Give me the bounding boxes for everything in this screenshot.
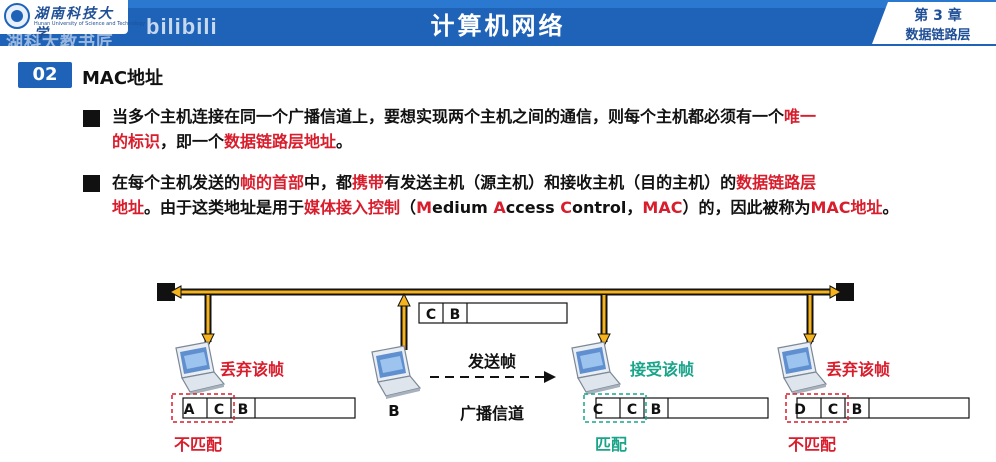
text-run: ）的，因此被称为 (682, 198, 811, 217)
laptop-b-icon (371, 345, 421, 400)
text-run: 有发送主机（源主机）和接收主机（目的主机）的 (384, 173, 737, 192)
text-run: 。 (336, 132, 353, 151)
header-stripe (0, 0, 996, 8)
broadcast-channel-label: 广播信道 (460, 404, 524, 423)
laptop-c-icon (571, 341, 621, 396)
laptop-d-icon (777, 341, 827, 396)
sender-host-label: B (388, 402, 399, 420)
logo-chinese-name: 湖南科技大学 (34, 6, 114, 42)
bilibili-watermark: bilibili (146, 14, 218, 39)
university-logo: 湖南科技大学 Hunan University of Science and T… (0, 0, 145, 42)
send-frame-label: 发送帧 (467, 352, 516, 371)
text-run-highlight: C (560, 198, 572, 217)
frame-dest-addr: C (426, 307, 436, 323)
bus-arrow-left (168, 285, 182, 299)
drop-to-host-c (597, 295, 611, 348)
slide-header (0, 0, 996, 46)
svg-text:B: B (238, 402, 249, 418)
host-c-action: 接受该帧 (630, 360, 694, 379)
svg-text:A: A (184, 402, 195, 418)
text-run: 。由于这类地址是用于 (144, 198, 305, 217)
text-run: ontrol， (571, 198, 643, 217)
university-emblem-icon (4, 3, 30, 29)
svg-text:B: B (651, 402, 662, 418)
text-run: ，即一个 (160, 132, 225, 151)
text-run: 。 (882, 198, 899, 217)
bus-terminator-left (157, 283, 175, 301)
uploader-watermark: 湖科大教书匠 (6, 33, 114, 53)
svg-text:C: C (828, 402, 838, 418)
text-run-highlight: MAC (642, 198, 683, 217)
host-d-frame: D C B (785, 393, 970, 423)
chapter-badge (872, 2, 996, 44)
bus-terminator-right (836, 283, 854, 301)
svg-text:C: C (593, 402, 603, 418)
host-a-action: 丢弃该帧 (220, 360, 284, 379)
text-run-highlight: 数据链路层地址 (224, 132, 337, 151)
host-c-frame: C C B (583, 393, 769, 423)
laptop-a-icon (175, 341, 225, 396)
logo-english-name: Hunan University of Science and Technolo… (34, 21, 146, 27)
host-c-result: 匹配 (595, 435, 627, 454)
text-run-highlight: 地址 (112, 198, 145, 217)
bullet-1-line-2: 的标识，即一个数据链路层地址。 (112, 129, 352, 154)
text-run-highlight: MAC地址 (810, 198, 883, 217)
bus-arrow-right (829, 285, 843, 299)
host-a-frame: A C B (171, 393, 356, 423)
slide-title: 计算机网络 (430, 12, 566, 40)
drop-to-host-d (803, 295, 817, 348)
text-run-highlight: 媒体接入控制 (304, 198, 401, 217)
text-run: ccess (505, 198, 561, 217)
text-run: 当多个主机连接在同一个广播信道上，要想实现两个主机之间的通信，则每个主机都必须有… (112, 107, 785, 126)
text-run-highlight: A (493, 198, 506, 217)
text-run: 在每个主机发送的 (112, 173, 241, 192)
svg-text:C: C (214, 402, 224, 418)
text-run: 中，都 (304, 173, 353, 192)
bullet-marker (83, 110, 100, 127)
text-run-highlight: 唯一 (784, 107, 817, 126)
text-run-highlight: 帧的首部 (240, 173, 305, 192)
text-run-highlight: M (416, 198, 432, 217)
text-run: edium (431, 198, 494, 217)
svg-text:C: C (627, 402, 637, 418)
host-d-action: 丢弃该帧 (826, 360, 890, 379)
bullet-marker (83, 175, 100, 192)
host-a-result: 不匹配 (174, 435, 222, 454)
section-number: 02 (18, 62, 72, 88)
frame-src-addr: B (450, 307, 461, 323)
svg-text:D: D (794, 402, 806, 418)
bullet-2-line-1: 在每个主机发送的帧的首部中，都携带有发送主机（源主机）和接收主机（目的主机）的数… (112, 170, 816, 195)
uplink-from-host-b (397, 292, 411, 350)
svg-text:B: B (852, 402, 863, 418)
text-run-highlight: 数据链路层 (736, 173, 817, 192)
section-title: MAC地址 (82, 68, 164, 89)
text-run: （ (400, 198, 417, 217)
bullet-2-line-2: 地址。由于这类地址是用于媒体接入控制（Medium Access Control… (112, 195, 899, 220)
text-run-highlight: 携带 (352, 173, 385, 192)
drop-to-host-a (201, 295, 215, 348)
chapter-number: 第 3 章 (914, 8, 962, 24)
send-arrowhead (544, 371, 556, 383)
text-run-highlight: 的标识 (112, 132, 161, 151)
bullet-1-line-1: 当多个主机连接在同一个广播信道上，要想实现两个主机之间的通信，则每个主机都必须有… (112, 104, 816, 129)
sent-frame: C B (418, 302, 568, 324)
chapter-name: 数据链路层 (905, 28, 971, 43)
host-d-result: 不匹配 (788, 435, 836, 454)
